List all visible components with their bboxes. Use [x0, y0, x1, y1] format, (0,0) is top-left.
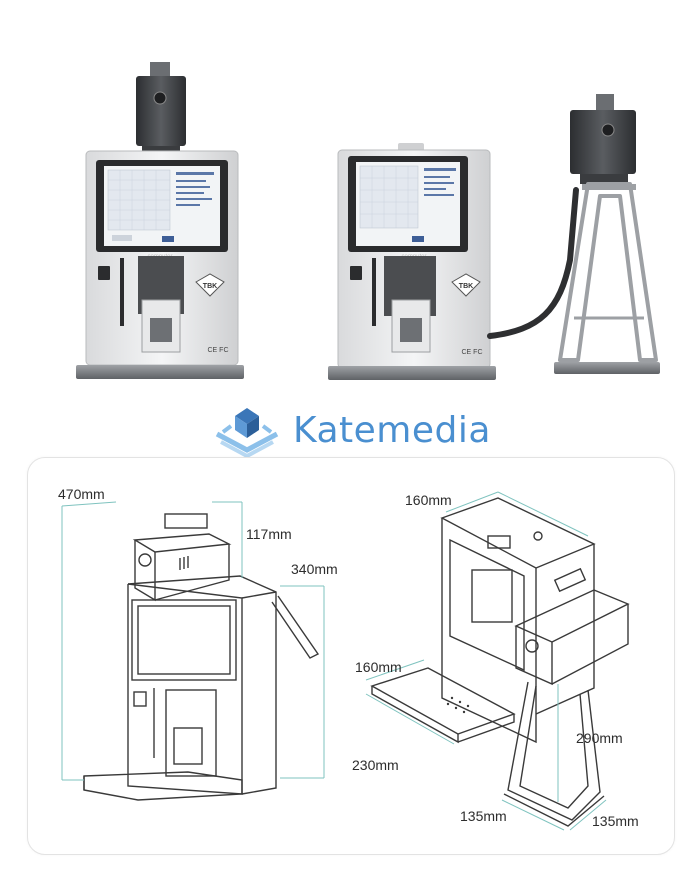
- front-line-drawing: [83, 513, 320, 801]
- dimensions-panel: 470mm 117mm 340mm 160mm 160mm 230mm 290m…: [27, 457, 675, 855]
- dim-plate-depth-label: 230mm: [352, 757, 399, 773]
- rear-dimension-lines: [365, 491, 607, 831]
- device-front-photo: computer TBK CE FC: [76, 62, 244, 379]
- rear-line-drawing: [370, 497, 630, 827]
- stand-head-photo: [554, 94, 660, 374]
- brand-logo: Katemedia: [207, 404, 507, 460]
- dim-total-height-label: 470mm: [58, 486, 105, 502]
- dim-stand-width-a-label: 135mm: [460, 808, 507, 824]
- brand-name: Katemedia: [293, 410, 491, 451]
- brand-cube-icon: [215, 408, 279, 459]
- dim-stand-width-b-label: 135mm: [592, 813, 639, 829]
- svg-text:TBK: TBK: [459, 283, 473, 290]
- dim-top-depth-label: 160mm: [405, 492, 452, 508]
- svg-text:CE FC: CE FC: [462, 349, 483, 356]
- dim-stand-height-label: 290mm: [576, 730, 623, 746]
- dim-head-height-label: 117mm: [246, 526, 292, 542]
- device-body-photo: computer TBK CE FC: [328, 143, 579, 380]
- front-dimension-lines: [61, 501, 325, 781]
- product-photos: computer TBK CE FC: [0, 0, 700, 400]
- svg-text:TBK: TBK: [203, 283, 217, 290]
- svg-text:CE FC: CE FC: [208, 347, 229, 354]
- dim-plate-width-label: 160mm: [355, 659, 402, 675]
- dim-body-height-label: 340mm: [291, 561, 338, 577]
